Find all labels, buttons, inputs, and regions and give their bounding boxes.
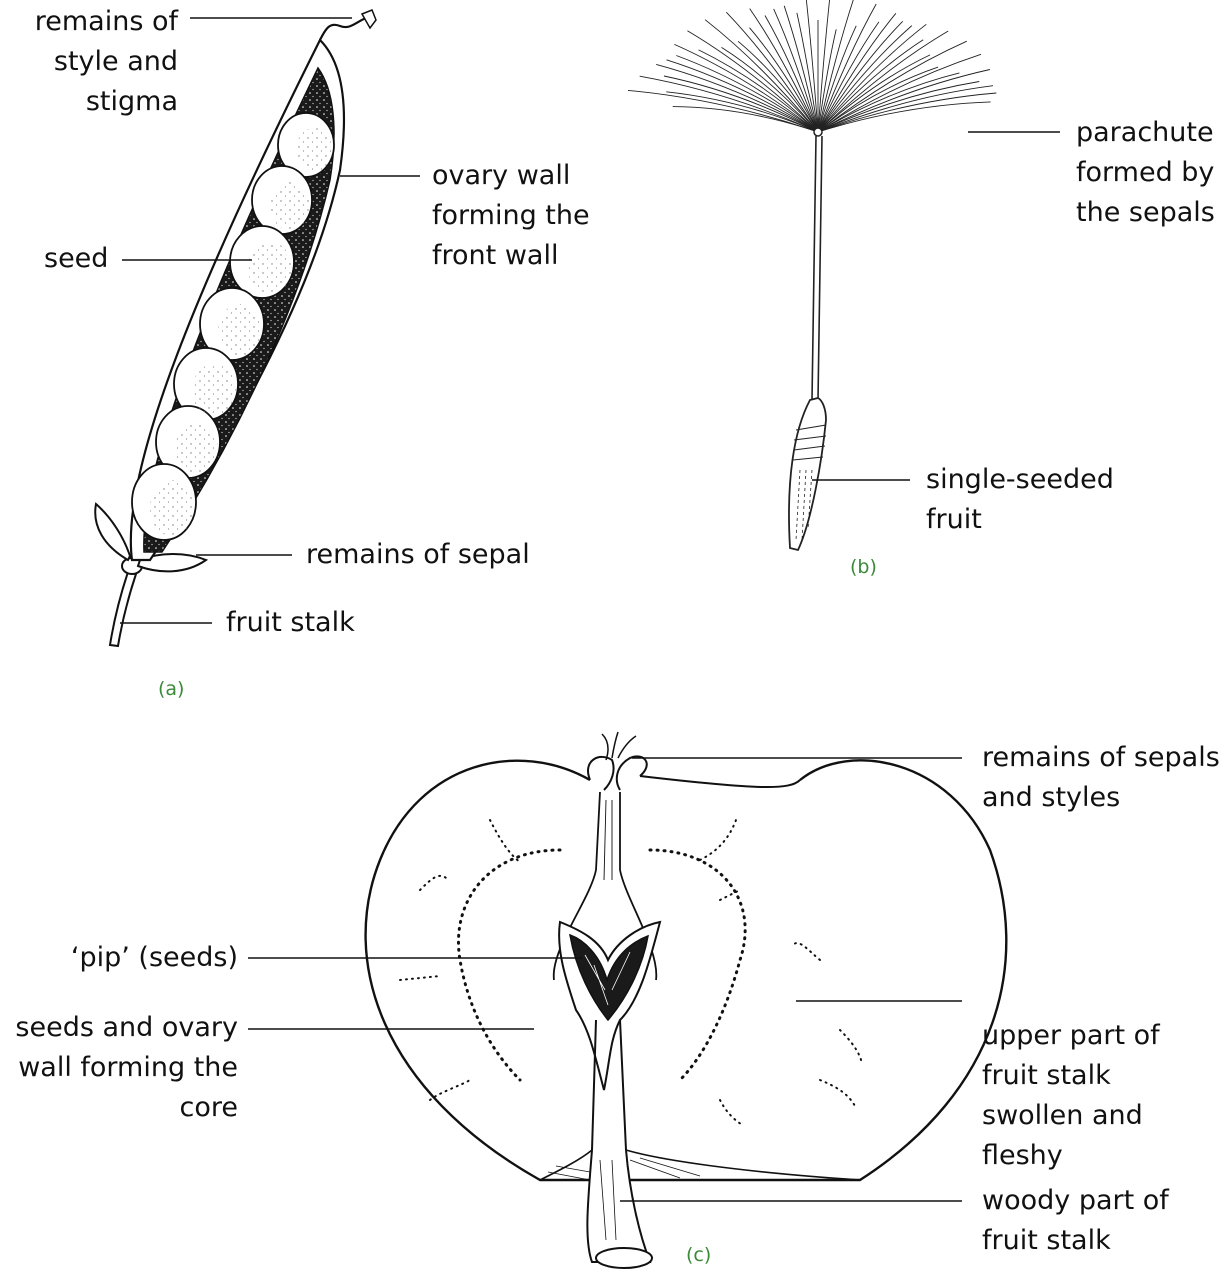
label-woody-stalk: woody part of fruit stalk xyxy=(982,1181,1169,1261)
parachute-bristle xyxy=(818,29,836,132)
label-pip: ‘pip’ (seeds) xyxy=(20,938,238,978)
parachute-centre xyxy=(814,128,822,136)
fruit-stalk xyxy=(110,572,136,646)
beak xyxy=(812,136,822,400)
woody-fruit-stalk xyxy=(587,1150,650,1262)
caption-c: (c) xyxy=(686,1244,711,1266)
label-seed: seed xyxy=(44,239,108,279)
style xyxy=(320,18,366,40)
label-core: seeds and ovary wall forming the core xyxy=(8,1008,238,1128)
sepal-left xyxy=(95,504,130,560)
label-style-stigma: remains of style and stigma xyxy=(8,2,178,122)
single-seeded-fruit-body xyxy=(789,398,826,550)
base-right xyxy=(626,1150,860,1180)
label-parachute: parachute formed by the sepals xyxy=(1076,113,1215,233)
label-sepals-styles: remains of sepals and styles xyxy=(982,738,1220,818)
stigma xyxy=(362,10,376,28)
styles xyxy=(602,732,636,760)
parachute-bristle xyxy=(818,26,912,132)
leader-lines-b xyxy=(812,132,1060,480)
parachute-bristles xyxy=(628,0,996,132)
label-ovary-wall: ovary wall forming the front wall xyxy=(432,156,590,276)
parachute-bristle xyxy=(797,13,818,132)
label-upper-stalk: upper part of fruit stalk swollen and fl… xyxy=(982,1016,1160,1176)
caption-b: (b) xyxy=(850,556,877,578)
stalk-cut-end xyxy=(596,1248,652,1268)
label-fruit-stalk: fruit stalk xyxy=(226,603,355,643)
caption-a: (a) xyxy=(158,678,184,700)
label-single-seeded-fruit: single-seeded fruit xyxy=(926,460,1114,540)
sepal-remains xyxy=(588,756,800,790)
parachute-bristle xyxy=(726,12,818,132)
label-sepal: remains of sepal xyxy=(306,535,530,575)
apple-section-drawing xyxy=(366,732,1007,1268)
parachute-bristle xyxy=(705,20,818,132)
parachute-bristle xyxy=(818,73,959,132)
